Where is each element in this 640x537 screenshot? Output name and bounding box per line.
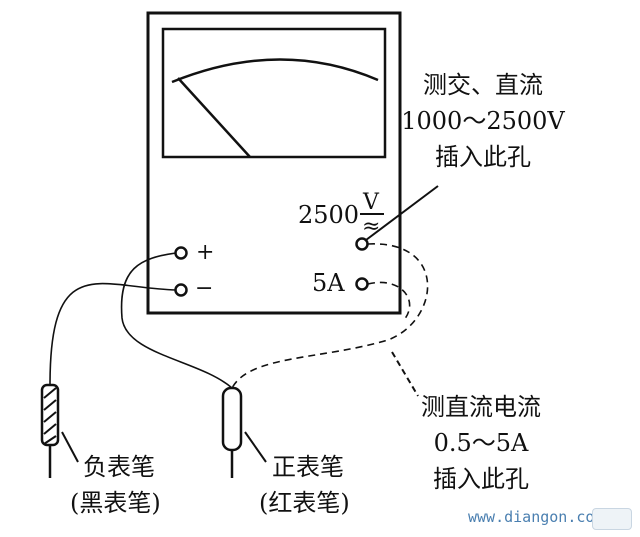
jack-2500v-value: 2500 [298, 201, 360, 229]
probe-positive-sub: (红表笔) [259, 489, 350, 517]
probe-positive [221, 386, 243, 478]
lead-positive-wire [120, 252, 233, 389]
jack-2500v [355, 237, 369, 251]
watermark-badge [592, 508, 632, 530]
lead-negative-wire [49, 282, 177, 386]
note-ac-dc-line3: 插入此孔 [435, 143, 531, 171]
dial-needle [177, 77, 251, 158]
jack-5a-label: 5A [312, 269, 345, 297]
probe-positive-label: 正表笔 [272, 453, 344, 481]
watermark: www.diangon.com [468, 508, 604, 526]
note-dc-current-line3: 插入此孔 [433, 465, 529, 493]
lead-dashed-2500v [231, 243, 429, 389]
lead-dashed-5a [367, 281, 411, 321]
leader-line-dc-current [391, 351, 419, 397]
jack-2500v-unit: V [363, 190, 379, 215]
plus-symbol: + [196, 240, 215, 265]
jack-positive [174, 246, 188, 260]
leader-line-ac-dc [365, 185, 439, 241]
probe-negative [40, 383, 60, 478]
probe-negative-sub: (黑表笔) [70, 489, 161, 517]
dial-window [161, 27, 387, 159]
note-dc-current-line2: 0.5～5A [433, 429, 529, 457]
note-dc-current-line1: 测直流电流 [421, 393, 541, 421]
note-ac-dc-line2: 1000～2500V [401, 107, 565, 135]
leader-line-probe-negative [61, 431, 79, 463]
minus-symbol: − [195, 276, 214, 301]
jack-2500v-ac-dc: ≈ [362, 214, 381, 239]
leader-line-probe-positive [244, 431, 267, 463]
note-ac-dc-line1: 测交、直流 [423, 71, 543, 99]
jack-5a [355, 277, 369, 291]
dial-scale-arc [171, 58, 379, 84]
probe-negative-label: 负表笔 [83, 453, 155, 481]
jack-negative [174, 283, 188, 297]
